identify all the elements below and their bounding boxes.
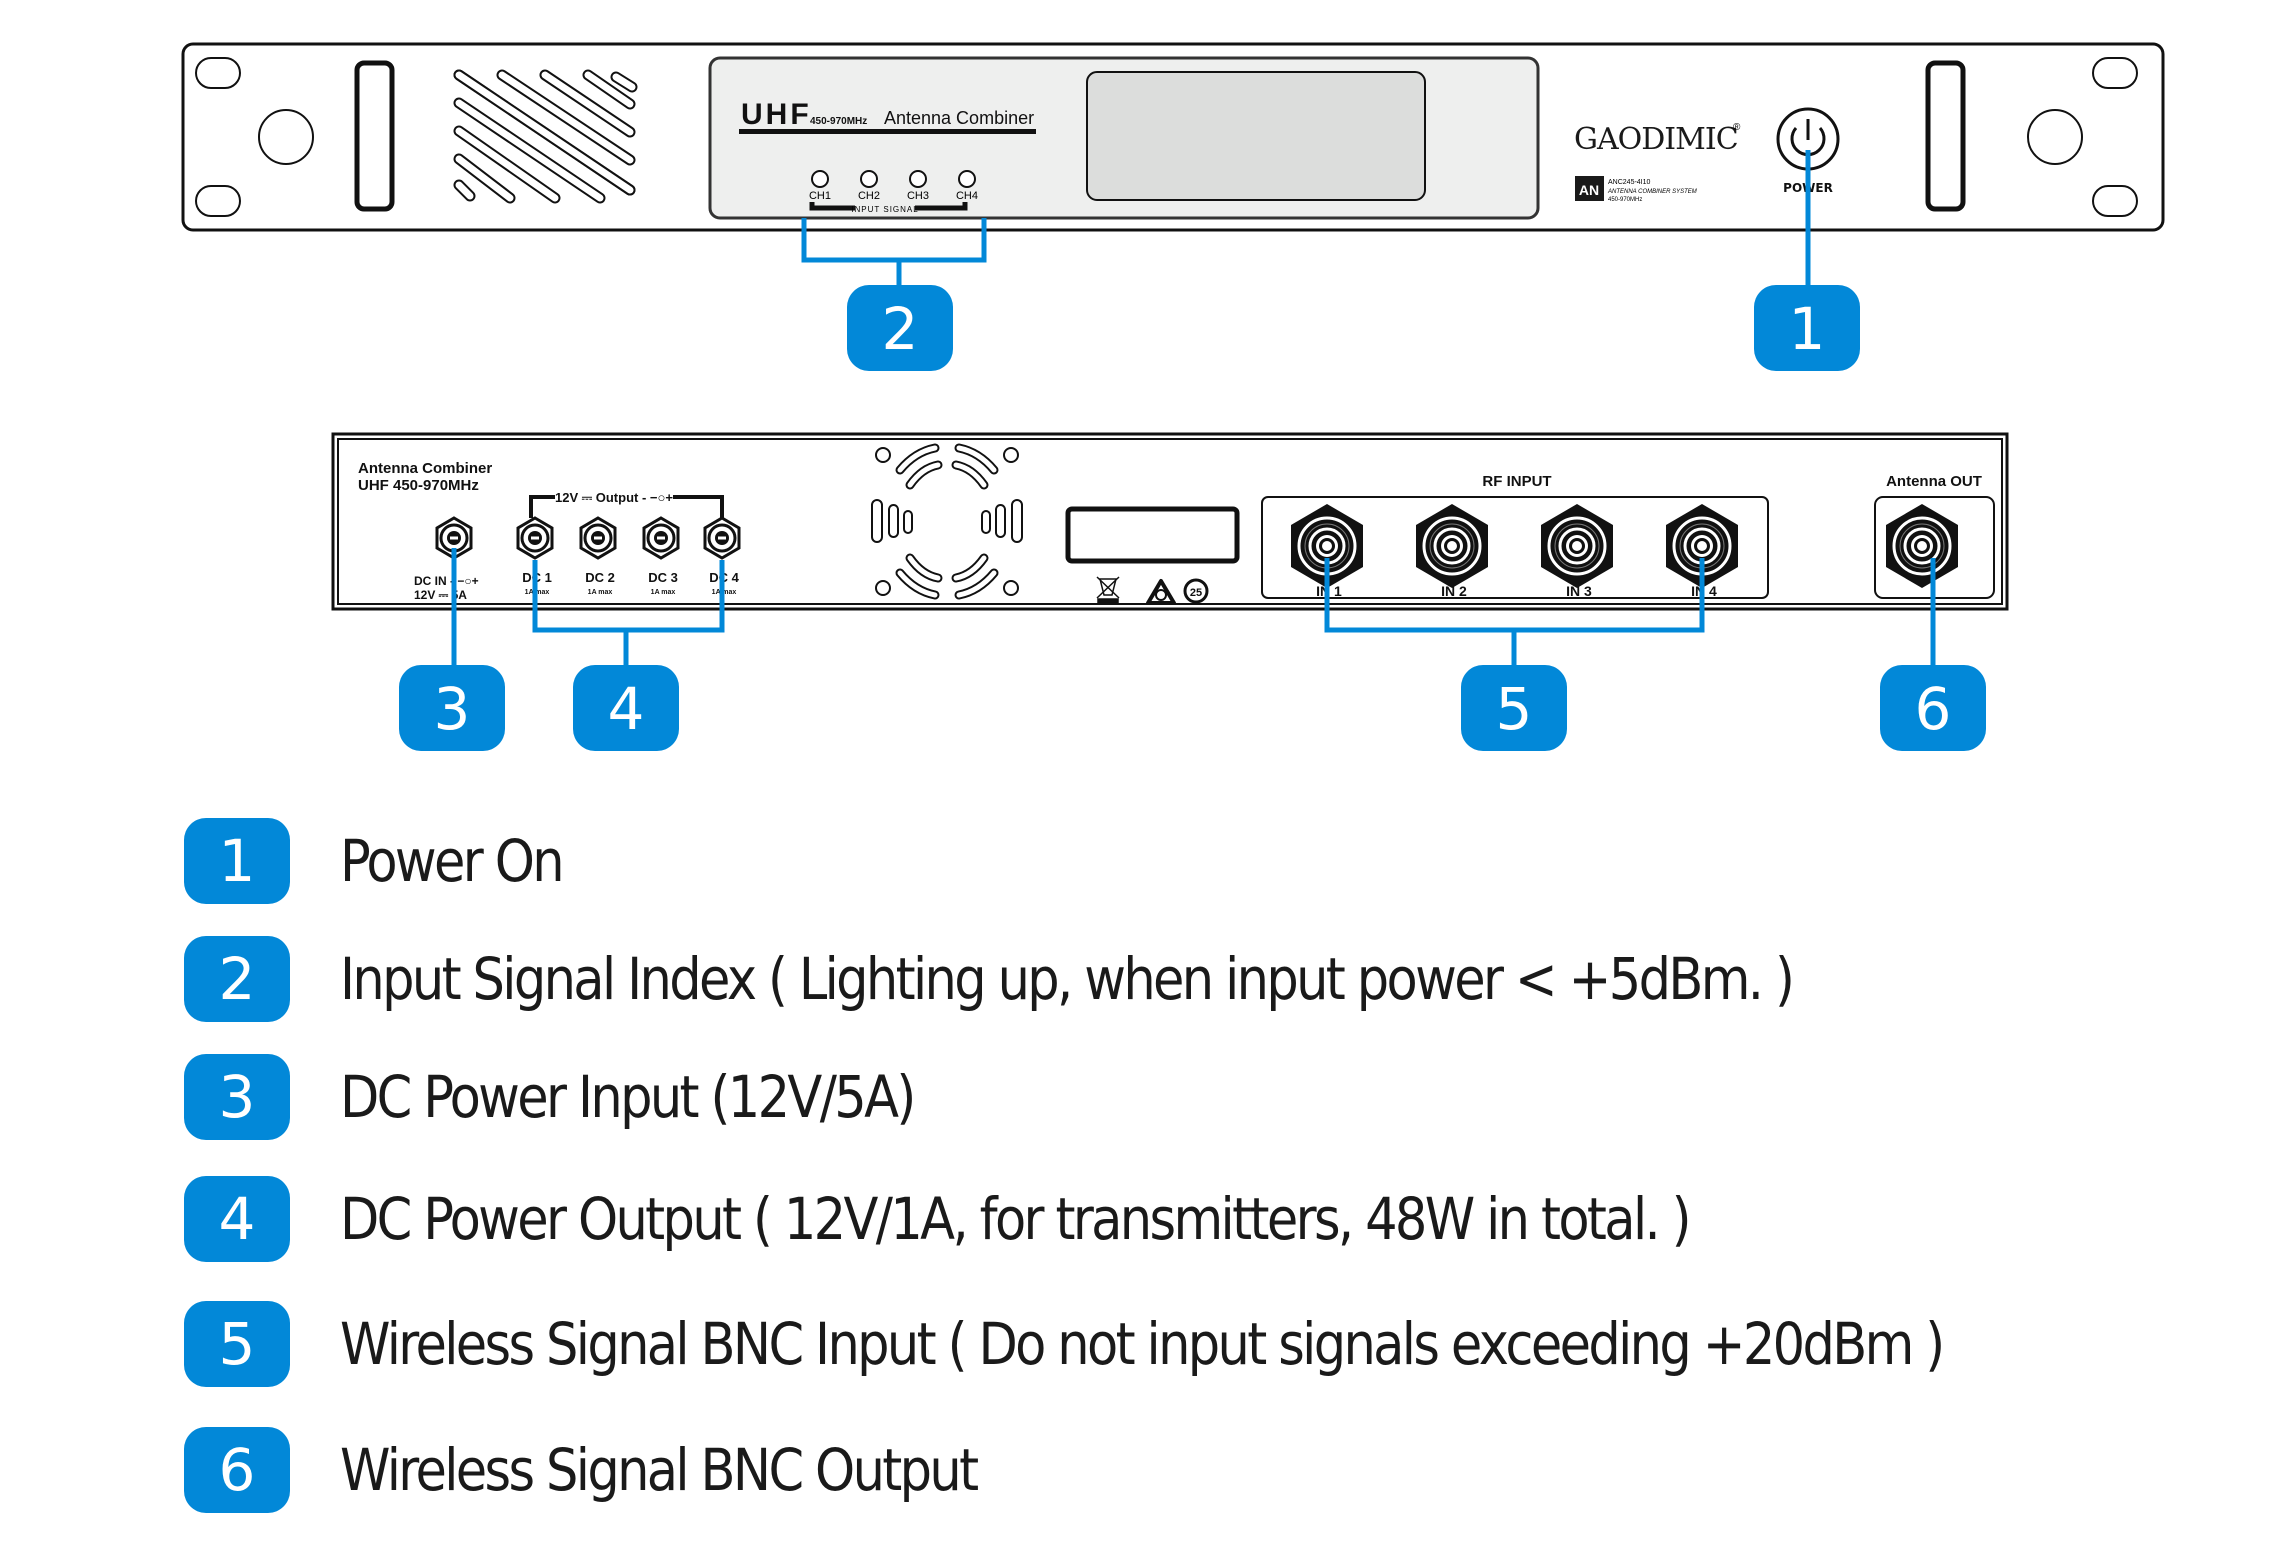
- svg-text:2: 2: [882, 295, 919, 363]
- led-ch2-icon: [860, 170, 878, 188]
- svg-text:5: 5: [1496, 675, 1533, 743]
- rack-hole-icon: [2027, 109, 2083, 165]
- model-frequency: 450-970MHz: [1608, 197, 1642, 203]
- svg-text:1: 1: [1789, 295, 1826, 363]
- led-label-ch4: CH4: [956, 190, 978, 202]
- rf-input-label: RF INPUT: [1482, 473, 1551, 490]
- rcm-icon: [1146, 579, 1176, 605]
- vent-slot: [612, 73, 636, 91]
- front-model-heading: UHF: [741, 98, 812, 131]
- dc-out-4-jack-icon: [703, 516, 741, 560]
- callout-badge-2: 2: [847, 285, 953, 371]
- dc-in-label: DC IN - −○+: [414, 574, 479, 588]
- front-product-name: Antenna Combiner: [884, 108, 1034, 128]
- led-label-ch1: CH1: [809, 190, 831, 202]
- vent-slot: [455, 99, 604, 202]
- rear-label-window: [1065, 506, 1240, 564]
- vent-slot: [498, 71, 634, 164]
- dc-output-group-label: 12V ⎓ Output - −○+: [555, 490, 673, 505]
- vent-slot: [584, 71, 634, 108]
- rf-in-2-label: IN 2: [1441, 583, 1467, 599]
- rack-hole-icon: [258, 109, 314, 165]
- callout-badge-6: 6: [1880, 665, 1986, 751]
- dc-out-1-jack-icon: [516, 516, 554, 560]
- dc-out-2-jack-icon: [579, 516, 617, 560]
- handle-icon: [1925, 60, 1966, 212]
- rack-slot-icon: [2092, 57, 2138, 89]
- front-panel: UHF 450-970MHz Antenna Combiner CH1 CH2 …: [181, 42, 2165, 232]
- rear-title-line2: UHF 450-970MHz: [358, 477, 479, 494]
- weee-icon: [1096, 576, 1120, 604]
- svg-text:6: 6: [1915, 675, 1952, 743]
- rack-slot-icon: [195, 57, 241, 89]
- dc-out-2-rating: 1A max: [588, 589, 613, 596]
- svg-text:3: 3: [434, 675, 471, 743]
- vent-slot: [455, 181, 474, 200]
- led-ch4-icon: [958, 170, 976, 188]
- handle-icon: [354, 60, 395, 212]
- led-group-label: INPUT SIGNAL: [851, 205, 918, 214]
- callout-leaders: [451, 150, 1936, 665]
- rack-slot-icon: [2092, 185, 2138, 217]
- dc-out-3-label: DC 3: [648, 570, 678, 585]
- front-frequency-range: 450-970MHz: [810, 116, 867, 127]
- led-label-ch3: CH3: [907, 190, 929, 202]
- fan-grille-icon: [871, 443, 1023, 600]
- model-description: ANTENNA COMBINER SYSTEM: [1607, 189, 1697, 195]
- led-ch1-icon: [811, 170, 829, 188]
- antenna-out-label: Antenna OUT: [1886, 473, 1982, 490]
- recycle-25-icon: 25: [1183, 578, 1209, 604]
- led-ch3-icon: [909, 170, 927, 188]
- brand-registered-mark: ®: [1733, 122, 1741, 133]
- dc-in-rating: 12V ⎓ 5A: [414, 588, 467, 602]
- vent-slot: [455, 127, 559, 202]
- model-badge-text: AN: [1579, 182, 1599, 198]
- vent-slot: [455, 71, 634, 194]
- svg-text:4: 4: [608, 675, 645, 743]
- callout-badge-5: 5: [1461, 665, 1567, 751]
- brand-logo: GAODIMIC: [1574, 122, 1738, 157]
- vent-slot: [455, 155, 514, 202]
- model-badge: [1575, 176, 1604, 201]
- recycle-25-text: 25: [1190, 587, 1202, 599]
- rear-title-line1: Antenna Combiner: [358, 460, 492, 477]
- callout-badge-4: 4: [573, 665, 679, 751]
- front-display-window: [1086, 71, 1426, 201]
- dc-out-3-rating: 1A max: [651, 589, 676, 596]
- led-label-ch2: CH2: [858, 190, 880, 202]
- dc-out-3-jack-icon: [642, 516, 680, 560]
- vent-slots: [453, 69, 638, 204]
- rf-in-3-label: IN 3: [1566, 583, 1592, 599]
- rear-panel: Antenna Combiner UHF 450-970MHz DC IN - …: [331, 432, 2009, 611]
- vent-slot: [541, 71, 634, 136]
- callout-badge-3: 3: [399, 665, 505, 751]
- callout-badge-1: 1: [1754, 285, 1860, 371]
- heading-underline: [739, 129, 1036, 134]
- rack-slot-icon: [195, 185, 241, 217]
- dc-out-2-label: DC 2: [585, 570, 615, 585]
- model-number: ANC245-4I10: [1608, 179, 1651, 186]
- led-group: CH1 CH2 CH3 CH4 INPUT SIGNAL: [809, 170, 978, 214]
